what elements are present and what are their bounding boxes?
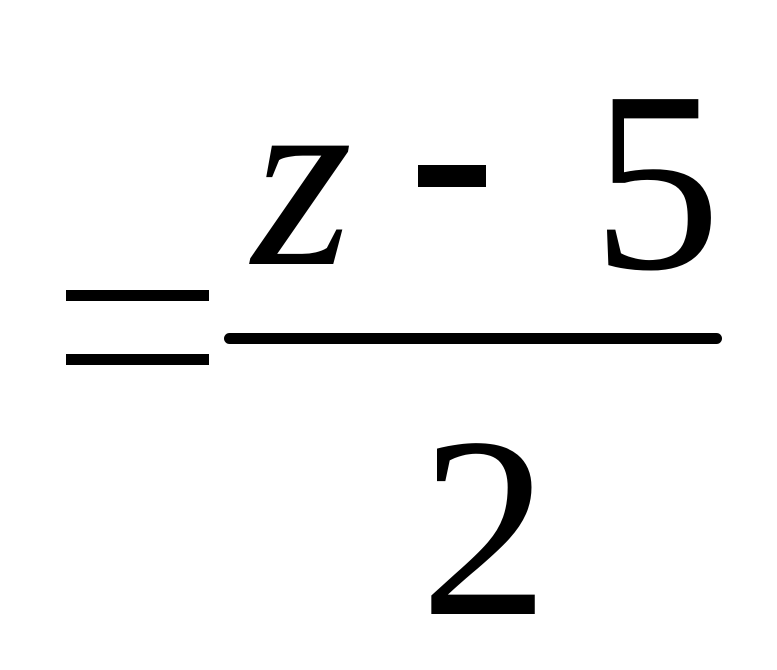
denominator: 2	[420, 384, 549, 670]
numerator-constant: 5	[592, 38, 721, 324]
minus-sign	[418, 165, 486, 187]
fraction-formula: z 5 2	[66, 34, 722, 656]
numerator-variable: z	[252, 34, 353, 320]
equals-sign-top-bar	[66, 290, 209, 301]
equals-sign-bottom-bar	[66, 354, 209, 365]
fraction-bar	[224, 333, 722, 344]
